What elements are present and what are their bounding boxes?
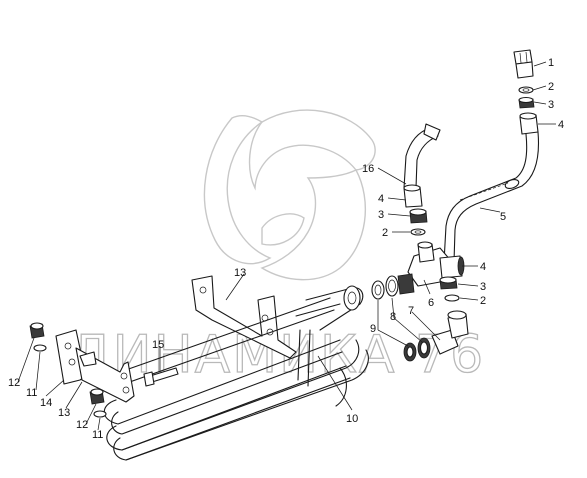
callout-10: 10: [346, 413, 358, 425]
callout-2: 2: [480, 295, 486, 307]
pipe-part-16: [403, 123, 441, 189]
fitting-part-4-top: [519, 112, 539, 135]
callout-5: 5: [500, 211, 506, 223]
washer-part-11-left: [33, 344, 47, 352]
o-ring-part-9-lower: [403, 342, 417, 362]
elbow-fitting-part-7: [431, 310, 469, 355]
callout-11: 11: [26, 387, 37, 399]
o-ring-part-9-upper: [371, 280, 385, 300]
callout-13: 13: [58, 407, 70, 419]
callout-16: 16: [362, 163, 374, 175]
callout-8: 8: [390, 311, 396, 323]
callout-labels: 1 2 3 4 5 16 4 3 2 13 4 3 2 6 7 8 9 15 1…: [8, 57, 564, 441]
callout-11: 11: [92, 429, 103, 441]
callout-7: 7: [408, 305, 414, 317]
connector-part-1: [513, 49, 534, 79]
callout-2: 2: [548, 81, 554, 93]
callout-12: 12: [76, 419, 88, 431]
callout-6: 6: [428, 297, 434, 309]
leader-lines: [17, 61, 556, 431]
callout-15: 15: [152, 339, 164, 351]
callout-12: 12: [8, 377, 20, 389]
washer-part-2-top: [518, 86, 534, 94]
callout-2: 2: [382, 227, 388, 239]
tee-fitting-part-6: [407, 241, 465, 287]
callout-13: 13: [234, 267, 246, 279]
o-ring-part-8-lower: [417, 337, 431, 359]
nut-part-12-left: [29, 322, 45, 339]
nut-part-3-top: [518, 96, 535, 109]
nut-part-3-mid: [409, 208, 428, 224]
o-ring-part-8-upper: [385, 275, 399, 297]
washer-part-11-right: [93, 410, 107, 418]
callout-3: 3: [480, 281, 486, 293]
callout-14: 14: [40, 397, 52, 409]
bolt-part-15: [143, 367, 179, 387]
nut-part-7-upper: [397, 273, 415, 295]
nut-part-3-right: [439, 276, 458, 290]
callout-4: 4: [558, 119, 564, 131]
pipe-part-5: [443, 131, 540, 263]
washer-part-2-right: [444, 294, 460, 302]
watermark-logo: [203, 109, 376, 281]
fitting-part-4-mid: [403, 184, 423, 208]
callout-3: 3: [378, 209, 384, 221]
callout-4: 4: [480, 261, 486, 273]
callout-3: 3: [548, 99, 554, 111]
nut-part-12-right: [89, 388, 105, 405]
bracket-part-13-lower: [75, 347, 135, 403]
callout-1: 1: [548, 57, 554, 69]
callout-4: 4: [378, 193, 384, 205]
washer-part-2-mid: [410, 228, 426, 236]
callout-9: 9: [370, 323, 376, 335]
